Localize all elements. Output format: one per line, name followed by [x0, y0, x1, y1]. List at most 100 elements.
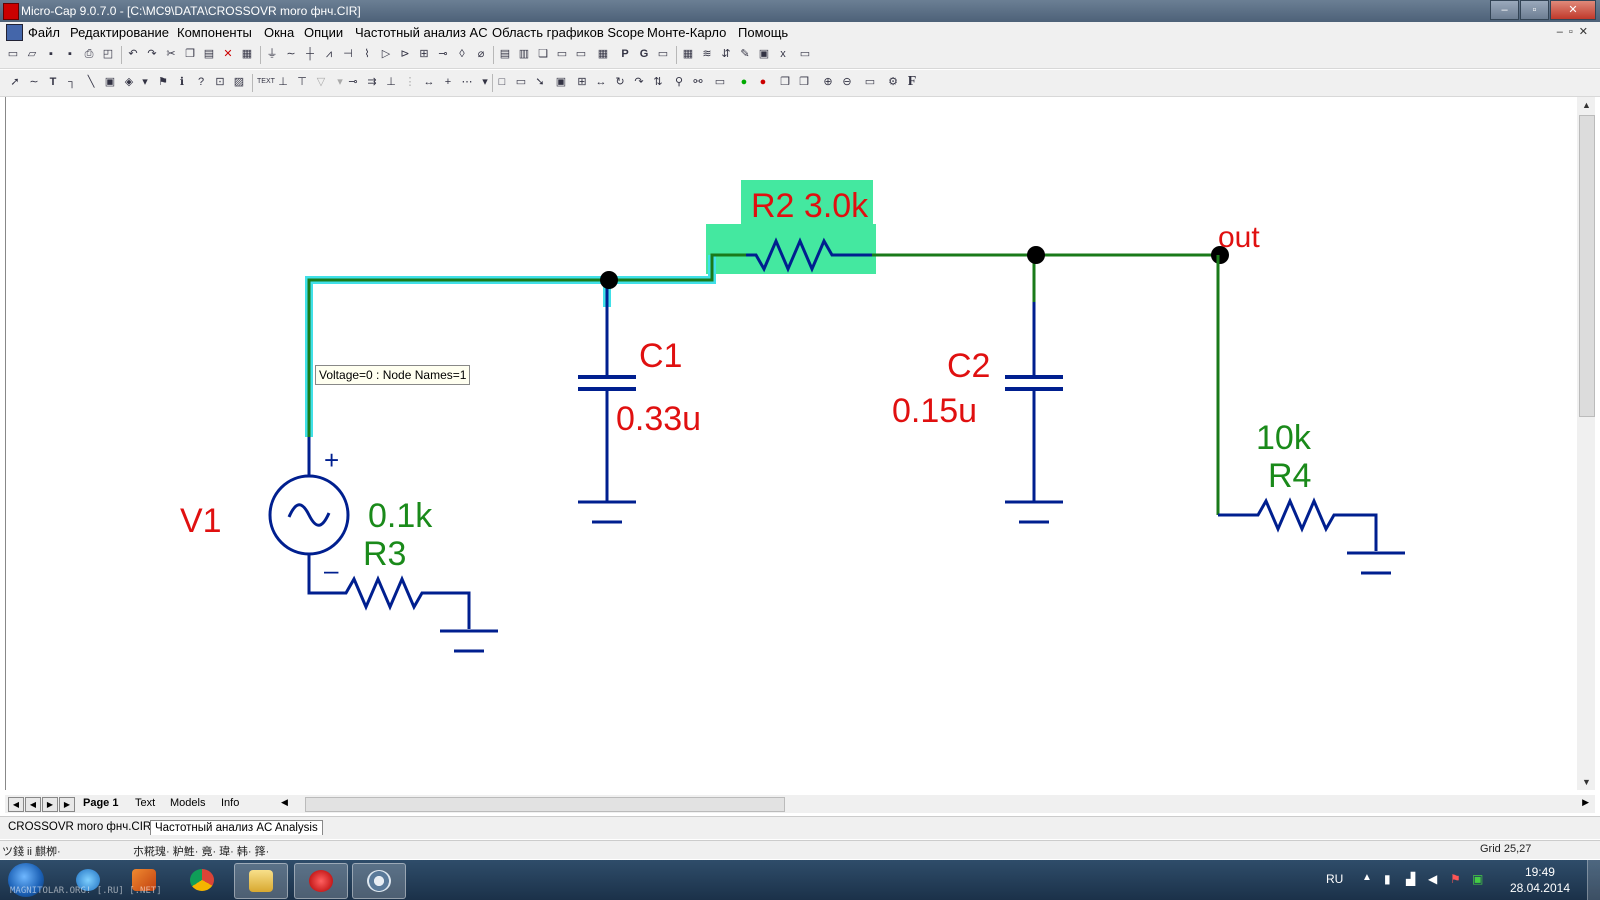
flag-tray-icon[interactable]: ⚑	[1450, 872, 1461, 886]
cross-hair-icon[interactable]: ↔	[423, 76, 435, 88]
wire-icon[interactable]: ∼	[286, 48, 296, 60]
menu-file[interactable]: Файл	[28, 25, 60, 40]
text-toggle-icon[interactable]: TEXT	[257, 78, 275, 85]
redo-icon[interactable]: ↷	[147, 48, 157, 60]
document-icon[interactable]	[6, 24, 23, 41]
stop-icon[interactable]: ●	[759, 76, 767, 88]
wire-mode-icon[interactable]: ∼	[29, 76, 39, 88]
capacitor-icon[interactable]: ⊣	[343, 48, 353, 60]
paste-window-icon[interactable]: ❐	[799, 76, 809, 88]
ground-icon[interactable]: ⏚	[266, 48, 278, 60]
print-preview-icon[interactable]: ◰	[102, 48, 114, 60]
condition-icon[interactable]: ⇉	[367, 76, 377, 88]
menu-options[interactable]: Опции	[304, 25, 344, 40]
start-button-icon[interactable]	[8, 863, 44, 897]
r2-resistor[interactable]	[746, 237, 872, 273]
r4-value[interactable]: 10k	[1256, 419, 1312, 457]
c2-label[interactable]: C2	[947, 347, 990, 385]
taskbar-ie[interactable]	[62, 863, 114, 897]
cut-icon[interactable]: ✂	[166, 48, 176, 60]
taskbar-chrome[interactable]	[176, 863, 228, 897]
mirror-icon[interactable]: ⇅	[653, 76, 663, 88]
print-icon[interactable]: ⎙	[84, 48, 94, 60]
help-mode-icon[interactable]: ?	[197, 76, 205, 88]
step-box-icon[interactable]: ⊞	[577, 76, 587, 88]
doc-tab-ac-analysis[interactable]: Частотный анализ AC Analysis	[150, 820, 323, 835]
split-horizontal-icon[interactable]: ▤	[499, 48, 511, 60]
v1-label[interactable]: V1	[180, 502, 222, 540]
graphics-icon[interactable]: ▣	[104, 76, 116, 88]
binoculars-icon[interactable]: ⚯	[693, 76, 703, 88]
p-icon[interactable]: P	[621, 48, 629, 60]
grid-panel-icon[interactable]: ▭	[657, 48, 669, 60]
grid-icon[interactable]: ⋯	[461, 76, 473, 88]
tab-info[interactable]: Info	[221, 797, 240, 809]
tab-models[interactable]: Models	[170, 797, 206, 809]
menu-components[interactable]: Компоненты	[177, 25, 252, 40]
settings-icon[interactable]: ⚙	[888, 76, 898, 88]
find-icon[interactable]: ⚲	[674, 76, 684, 88]
last-page-icon[interactable]: ▶	[59, 797, 75, 812]
diode-icon[interactable]: ▷	[381, 48, 391, 60]
rotate-right-icon[interactable]: ↷	[634, 76, 644, 88]
copy-window-icon[interactable]: ❐	[780, 76, 790, 88]
scroll-right-icon[interactable]: ▶	[1582, 797, 1589, 807]
dropdown-arrow-3-icon[interactable]: ▾	[482, 76, 488, 88]
info-icon[interactable]: ℹ	[179, 76, 185, 88]
vertical-scrollbar[interactable]: ▲ ▼	[1577, 97, 1595, 790]
orthogonal-wire-icon[interactable]: ┐	[68, 76, 76, 88]
show-desktop-button[interactable]	[1587, 860, 1600, 900]
shapes-icon[interactable]: ◈	[124, 76, 134, 88]
r3-label[interactable]: R3	[363, 535, 406, 573]
clock[interactable]: 19:49 28.04.2014	[1510, 864, 1570, 896]
out-label[interactable]: out	[1218, 221, 1260, 254]
taskbar-media[interactable]	[118, 863, 170, 897]
r2-label[interactable]: R2 3.0k	[751, 187, 869, 225]
new-file-icon[interactable]: ▭	[7, 48, 19, 60]
region-icon[interactable]: ▨	[233, 76, 245, 88]
pin-markers-icon[interactable]: ⋮	[404, 76, 416, 88]
app-tray-icon[interactable]: ▣	[1472, 872, 1484, 886]
flip-x-icon[interactable]: ↔	[595, 76, 607, 88]
doc-tab-schematic[interactable]: CROSSOVR moro фнч.CIR	[8, 821, 152, 833]
dropdown-arrow-2-icon[interactable]: ▾	[337, 76, 343, 88]
subscript-icon[interactable]: x	[780, 48, 786, 60]
copy-icon[interactable]: ❐	[185, 48, 195, 60]
switch-icon[interactable]: ⌀	[477, 48, 485, 60]
probe-icon[interactable]: ▣	[758, 48, 770, 60]
menu-windows[interactable]: Окна	[264, 25, 295, 40]
prev-page-icon[interactable]: ◀	[25, 797, 41, 812]
calculator-icon[interactable]: ▦	[597, 48, 609, 60]
undo-icon[interactable]: ↶	[128, 48, 138, 60]
mdi-controls-icon[interactable]: –▫✕	[1556, 26, 1594, 38]
border-icon[interactable]: □	[498, 76, 506, 88]
maximize-button[interactable]: ▫	[1520, 0, 1549, 20]
window-icon[interactable]: ▭	[575, 48, 587, 60]
r3-value[interactable]: 0.1k	[368, 497, 433, 535]
taskbar-microcap[interactable]	[294, 863, 348, 899]
zoom-out-icon[interactable]: ⊖	[842, 76, 852, 88]
app-icon[interactable]	[3, 3, 19, 20]
resistor-icon[interactable]: ⩘	[325, 48, 333, 60]
r3-resistor[interactable]	[307, 554, 471, 629]
package-editor-icon[interactable]: ⇵	[721, 48, 731, 60]
next-page-icon[interactable]: ▶	[42, 797, 58, 812]
taskbar-settings[interactable]	[352, 863, 406, 899]
g-icon[interactable]: G	[639, 48, 649, 60]
scroll-up-icon[interactable]: ▲	[1582, 100, 1591, 110]
opamp-icon[interactable]: ◊	[459, 48, 465, 60]
transistor-icon[interactable]: ⊳	[400, 48, 410, 60]
minimize-button[interactable]: –	[1490, 0, 1519, 20]
c1-label[interactable]: C1	[639, 337, 682, 375]
tab-text[interactable]: Text	[135, 797, 156, 809]
component-editor-icon[interactable]: ▦	[682, 48, 694, 60]
battery-icon[interactable]: ⊞	[419, 48, 429, 60]
node-dot-out[interactable]	[1211, 246, 1229, 264]
point-to-end-icon[interactable]: ⊡	[215, 76, 225, 88]
menu-edit[interactable]: Редактирование	[70, 25, 170, 40]
c2-value[interactable]: 0.15u	[892, 392, 977, 430]
menu-scope[interactable]: Область графиков Scope	[492, 25, 645, 40]
cascade-icon[interactable]: ❏	[538, 48, 548, 60]
inductor-icon[interactable]: ⌇	[364, 48, 370, 60]
font-button[interactable]: F	[907, 74, 917, 89]
